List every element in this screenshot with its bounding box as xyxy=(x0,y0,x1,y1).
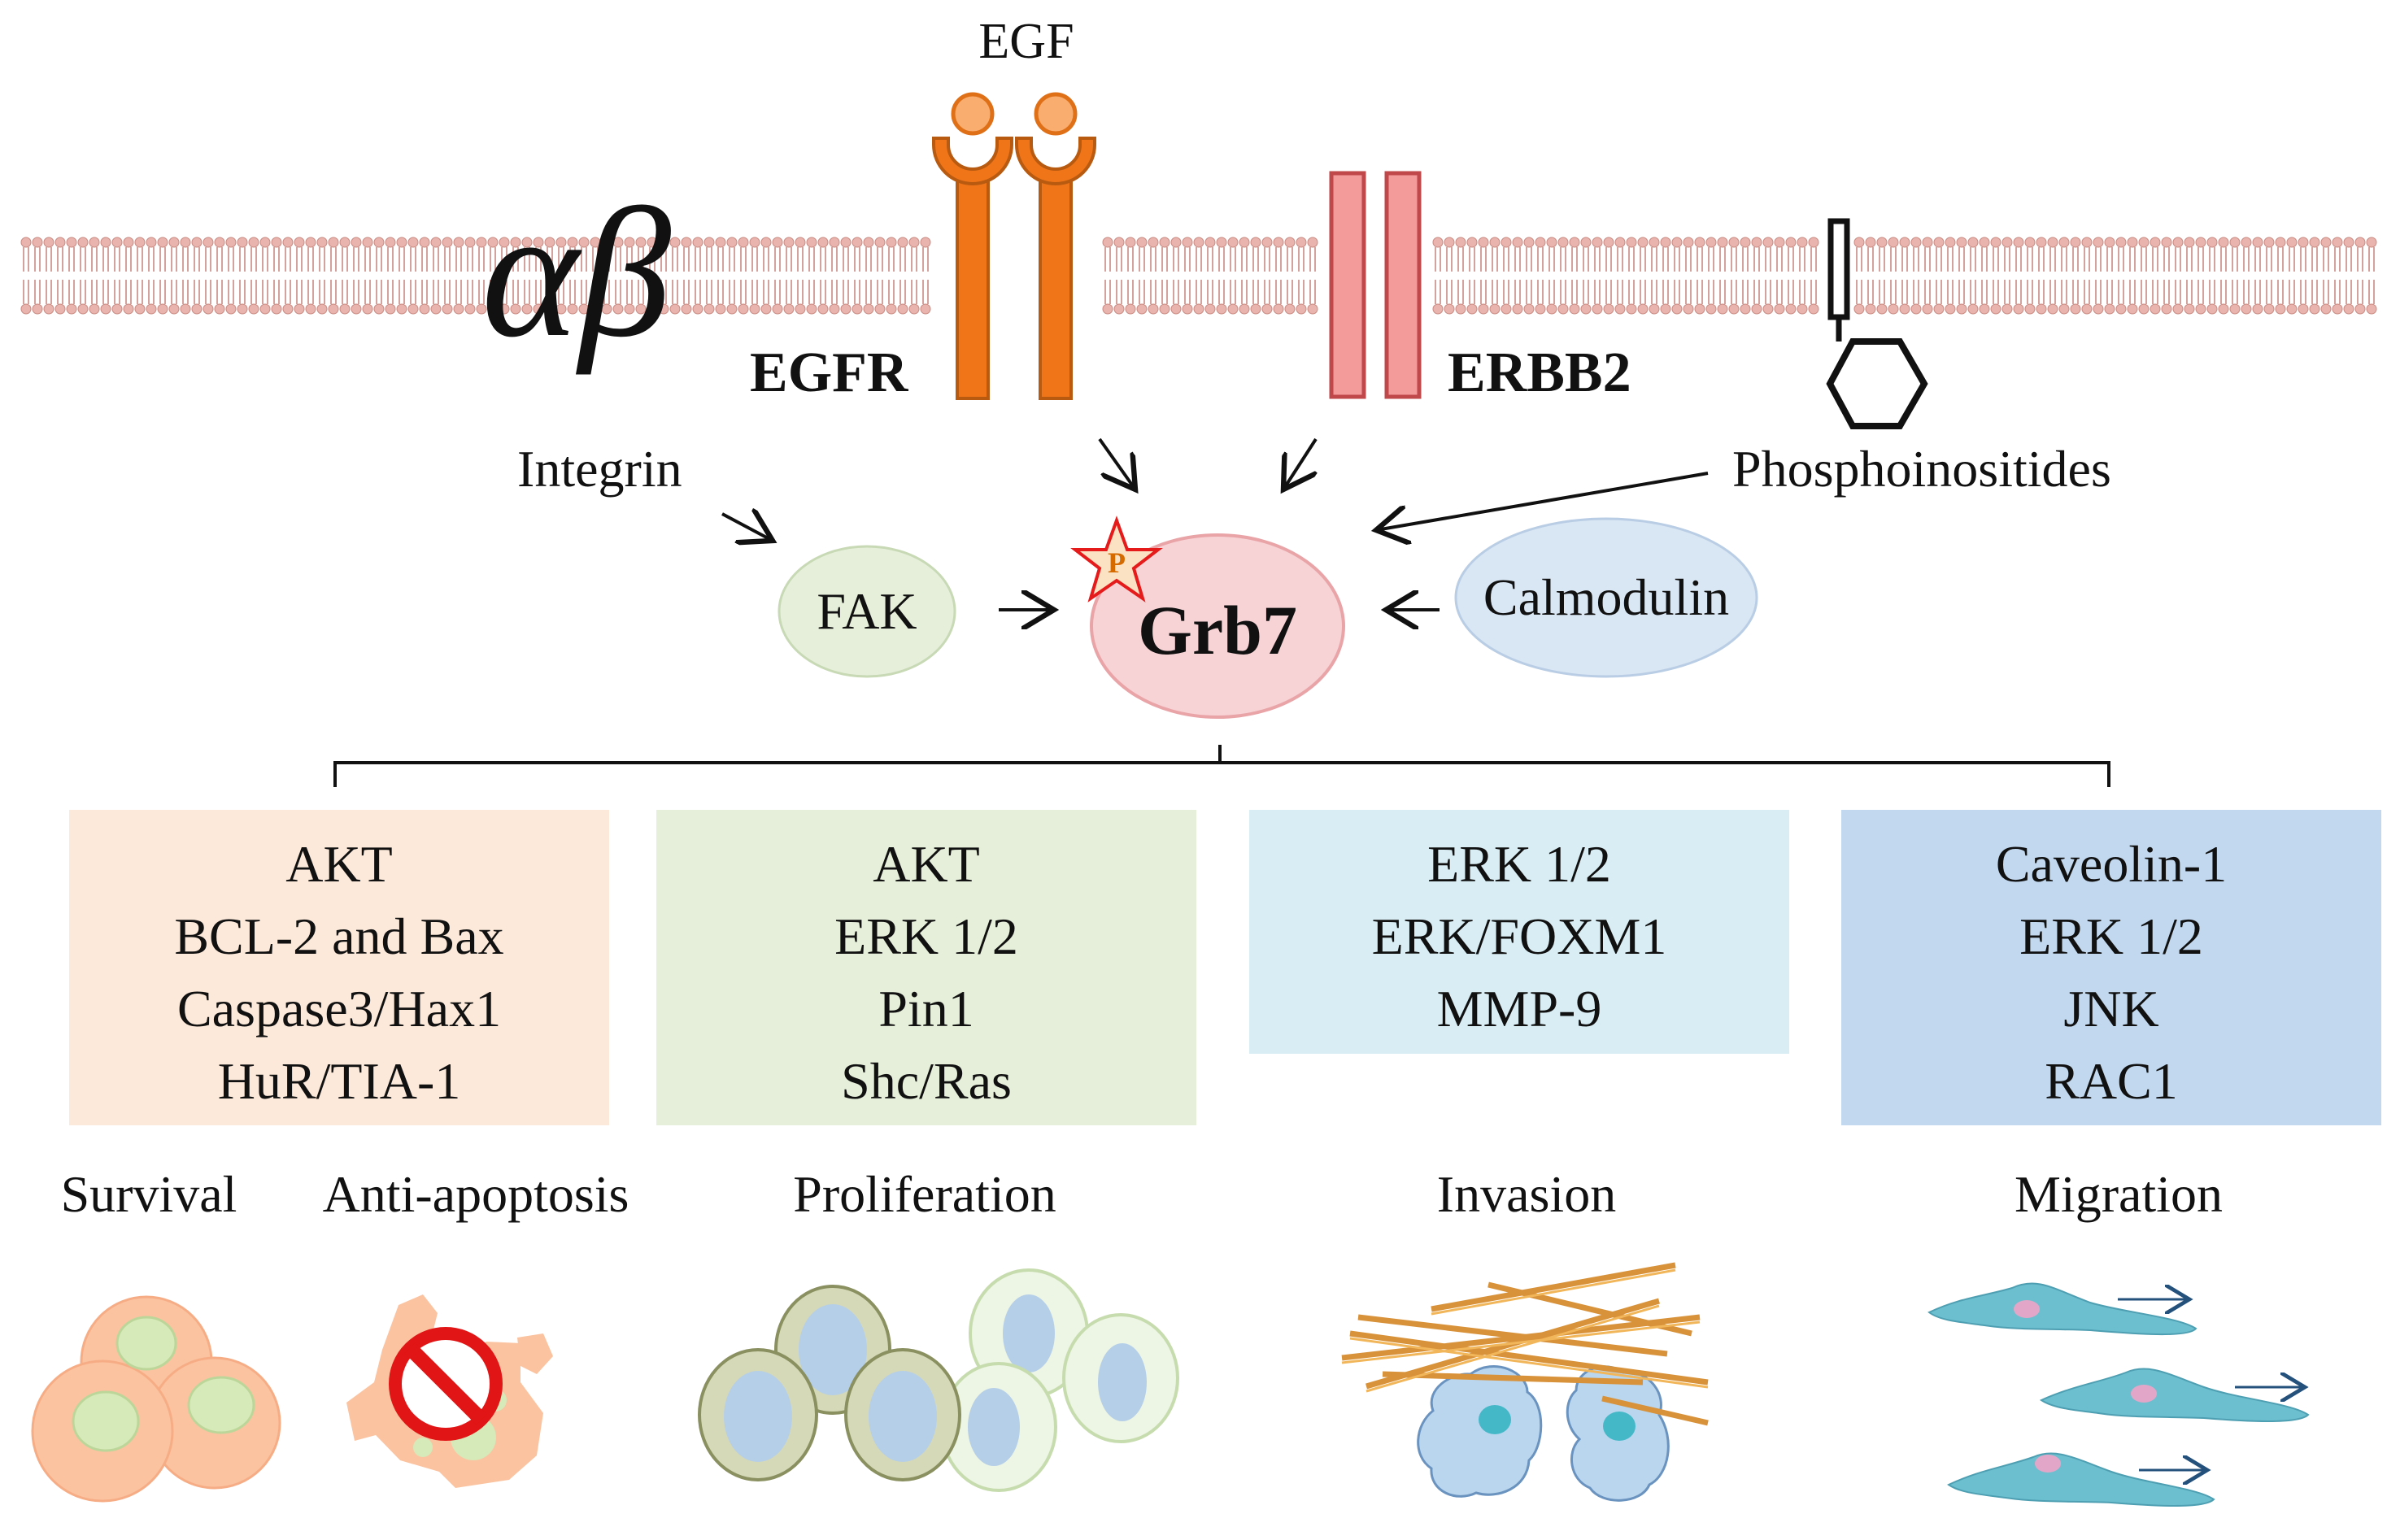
phosphoinositide-molecule xyxy=(1826,218,1928,429)
outcome-proliferation: Proliferation xyxy=(793,1165,1056,1223)
pathway-item: Caveolin-1 xyxy=(1995,835,2228,893)
egfr-label: EGFR xyxy=(750,341,908,404)
survival-cells-illustration xyxy=(31,1295,281,1503)
pathway-box-survival: AKT BCL-2 and Bax Caspase3/Hax1 HuR/TIA-… xyxy=(69,810,609,1125)
fak-node xyxy=(777,545,956,678)
pathway-item: MMP-9 xyxy=(1436,980,1602,1038)
fak-label: FAK xyxy=(817,582,917,640)
phosphorylation-star xyxy=(1070,516,1163,603)
pathway-item: RAC1 xyxy=(2045,1052,2178,1110)
pathway-box-invasion: ERK 1/2 ERK/FOXM1 MMP-9 xyxy=(1249,810,1789,1054)
outcome-invasion: Invasion xyxy=(1436,1165,1617,1223)
grb7-label: Grb7 xyxy=(1138,591,1297,669)
pathway-item: ERK 1/2 xyxy=(1427,835,1611,893)
invasion-illustration xyxy=(1341,1262,1709,1502)
egfr-receptor xyxy=(932,137,1096,400)
pathway-item: BCL-2 and Bax xyxy=(174,907,504,965)
integrin-alpha-beta-symbol: αβ xyxy=(481,171,672,376)
pathway-item: Pin1 xyxy=(878,980,974,1038)
arrow-integrin-to-fak xyxy=(721,514,773,541)
phospho-label: P xyxy=(1108,546,1126,579)
proliferation-cells-illustration xyxy=(698,1268,1179,1492)
arrow-phosphoinositides-to-grb7 xyxy=(1376,472,1709,530)
arrow-egfr-to-grb7 xyxy=(1098,437,1135,489)
pathway-item: HuR/TIA-1 xyxy=(217,1052,461,1110)
pathway-item: AKT xyxy=(285,835,393,893)
egf-label: EGF xyxy=(978,14,1074,69)
pathway-item: Caspase3/Hax1 xyxy=(176,980,502,1038)
cell-membrane xyxy=(20,237,2377,315)
pathway-item: Shc/Ras xyxy=(841,1052,1012,1110)
outcome-migration: Migration xyxy=(2015,1165,2223,1223)
apoptotic-cell-illustration xyxy=(346,1294,553,1488)
pathway-item: ERK 1/2 xyxy=(2019,907,2203,965)
pathway-item: ERK 1/2 xyxy=(834,907,1018,965)
arrow-erbb2-to-grb7 xyxy=(1283,437,1316,489)
pathway-item: JNK xyxy=(2063,980,2159,1038)
calmodulin-node xyxy=(1454,517,1758,678)
signal-arrows xyxy=(721,437,1709,610)
grb7-node xyxy=(1090,533,1345,719)
phosphoinositides-label: Phosphoinositides xyxy=(1732,440,2111,498)
integrin-label: Integrin xyxy=(517,440,682,498)
pathway-item: ERK/FOXM1 xyxy=(1371,907,1667,965)
outcome-survival: Survival xyxy=(60,1165,237,1223)
erbb2-receptor xyxy=(1329,171,1422,399)
pathway-bracket xyxy=(333,745,2110,787)
calmodulin-label: Calmodulin xyxy=(1483,568,1730,626)
outcome-anti-apoptosis: Anti-apoptosis xyxy=(322,1165,629,1223)
pathway-box-proliferation: AKT ERK 1/2 Pin1 Shc/Ras xyxy=(656,810,1196,1125)
egf-ligand xyxy=(951,92,1078,136)
pathway-item: AKT xyxy=(873,835,980,893)
pathway-box-migration: Caveolin-1 ERK 1/2 JNK RAC1 xyxy=(1841,810,2381,1125)
erbb2-label: ERBB2 xyxy=(1448,341,1631,404)
migration-illustration xyxy=(1927,1282,2310,1507)
